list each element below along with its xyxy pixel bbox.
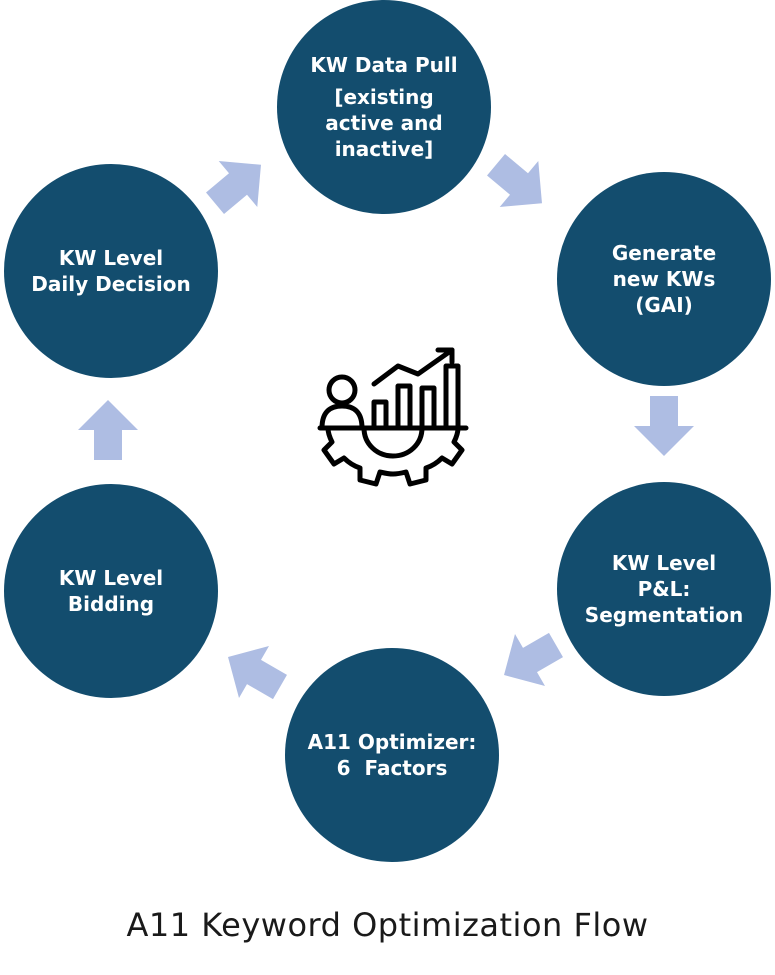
node-label-line: Daily Decision [31, 272, 191, 296]
node-kw-data-pull: KW Data Pull [existing active and inacti… [277, 0, 491, 214]
node-label-line: KW Level [58, 246, 164, 270]
node-kw-level-daily-decision: KW Level Daily Decision [4, 164, 218, 378]
node-label-line: [existing [334, 85, 434, 109]
diagram-caption: A11 Keyword Optimization Flow [126, 906, 649, 944]
node-label-line: Bidding [67, 592, 155, 616]
node-label-line: KW Level [611, 551, 717, 575]
flow-arrow-3 [486, 616, 573, 703]
analytics-person-gear-icon [314, 344, 472, 504]
node-label-line: (GAI) [635, 293, 693, 317]
node-label-line: Generate [611, 241, 717, 265]
node-label-line: new KWs [612, 267, 716, 291]
node-label-line: inactive] [334, 137, 434, 161]
node-kw-level-pl-segmentation: KW Level P&L: Segmentation [557, 482, 771, 696]
node-label-line: 6 Factors [336, 756, 448, 780]
node-label-line: active and [325, 111, 443, 135]
node-generate-new-kws: Generate new KWs (GAI) [557, 172, 771, 386]
node-label-line: Segmentation [584, 603, 744, 627]
flow-arrow-5 [76, 398, 140, 462]
flow-arrow-1 [474, 139, 564, 229]
node-label-line: P&L: [637, 577, 691, 601]
node-a11-optimizer: A11 Optimizer: 6 Factors [285, 648, 499, 862]
node-label-line: A11 Optimizer: [307, 730, 477, 754]
node-label-line: KW Data Pull [310, 53, 458, 77]
flow-arrow-4 [210, 628, 297, 715]
flow-arrow-6 [193, 139, 283, 229]
node-label-line: KW Level [58, 566, 164, 590]
flow-arrow-2 [632, 394, 696, 458]
node-kw-level-bidding: KW Level Bidding [4, 484, 218, 698]
